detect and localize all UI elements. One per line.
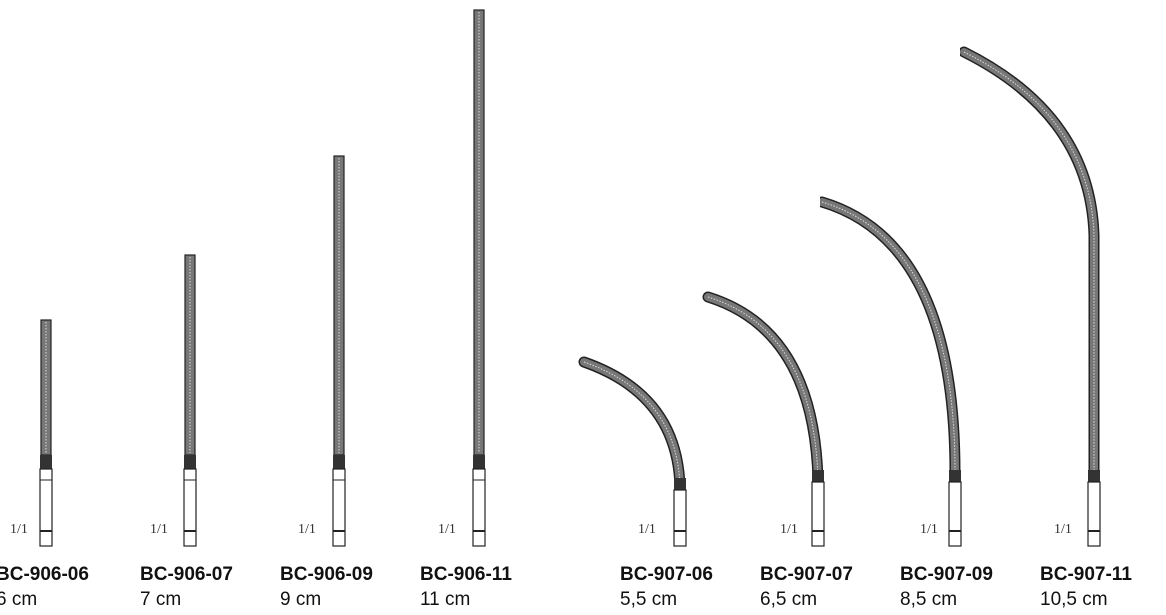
product-code: BC-906-06 [0,564,89,585]
instrument-drawing [39,319,53,547]
instrument-bc-907-07: 1/1 BC-907-07 6,5 cm [702,0,880,615]
scale-label: 1/1 [298,522,316,537]
product-code: BC-906-09 [280,564,373,585]
instrument-drawing [702,291,825,547]
instrument-bc-907-06: 1/1 BC-907-06 5,5 cm [578,0,740,615]
scale-label: 1/1 [150,522,168,537]
instrument-drawing [820,196,962,547]
product-size: 5,5 cm [620,589,678,610]
instrument-bc-906-07: 1/1 BC-906-07 7 cm [140,0,280,615]
product-code: BC-907-11 [1040,564,1132,585]
instrument-bc-907-11: 1/1 BC-907-11 10,5 cm [960,0,1166,615]
instrument-bc-907-09: 1/1 BC-907-09 8,5 cm [820,0,1020,615]
instrument-bc-906-09: 1/1 BC-906-09 9 cm [280,0,420,615]
product-size: 11 cm [420,589,471,610]
scale-label: 1/1 [10,522,28,537]
product-code: BC-907-07 [760,564,853,585]
instrument-drawing [472,9,486,547]
product-code: BC-907-06 [620,564,713,585]
product-size: 7 cm [140,589,182,610]
product-code: BC-906-07 [140,564,233,585]
product-size: 8,5 cm [900,589,958,610]
product-size: 6,5 cm [760,589,818,610]
instrument-bc-906-11: 1/1 BC-906-11 11 cm [420,0,560,615]
product-code: BC-906-11 [420,564,512,585]
instrument-drawing [332,155,346,547]
product-code: BC-907-09 [900,564,993,585]
scale-label: 1/1 [638,522,656,537]
scale-label: 1/1 [438,522,456,537]
scale-label: 1/1 [1054,522,1072,537]
product-size: 6 cm [0,589,38,610]
scale-label: 1/1 [780,522,798,537]
product-size: 10,5 cm [1040,589,1108,610]
scale-label: 1/1 [920,522,938,537]
product-size: 9 cm [280,589,322,610]
instrument-drawing [578,356,687,547]
instrument-drawing [960,46,1101,547]
instrument-bc-906-06: 1/1 BC-906-06 6 cm [0,0,140,615]
instrument-drawing [183,254,197,547]
